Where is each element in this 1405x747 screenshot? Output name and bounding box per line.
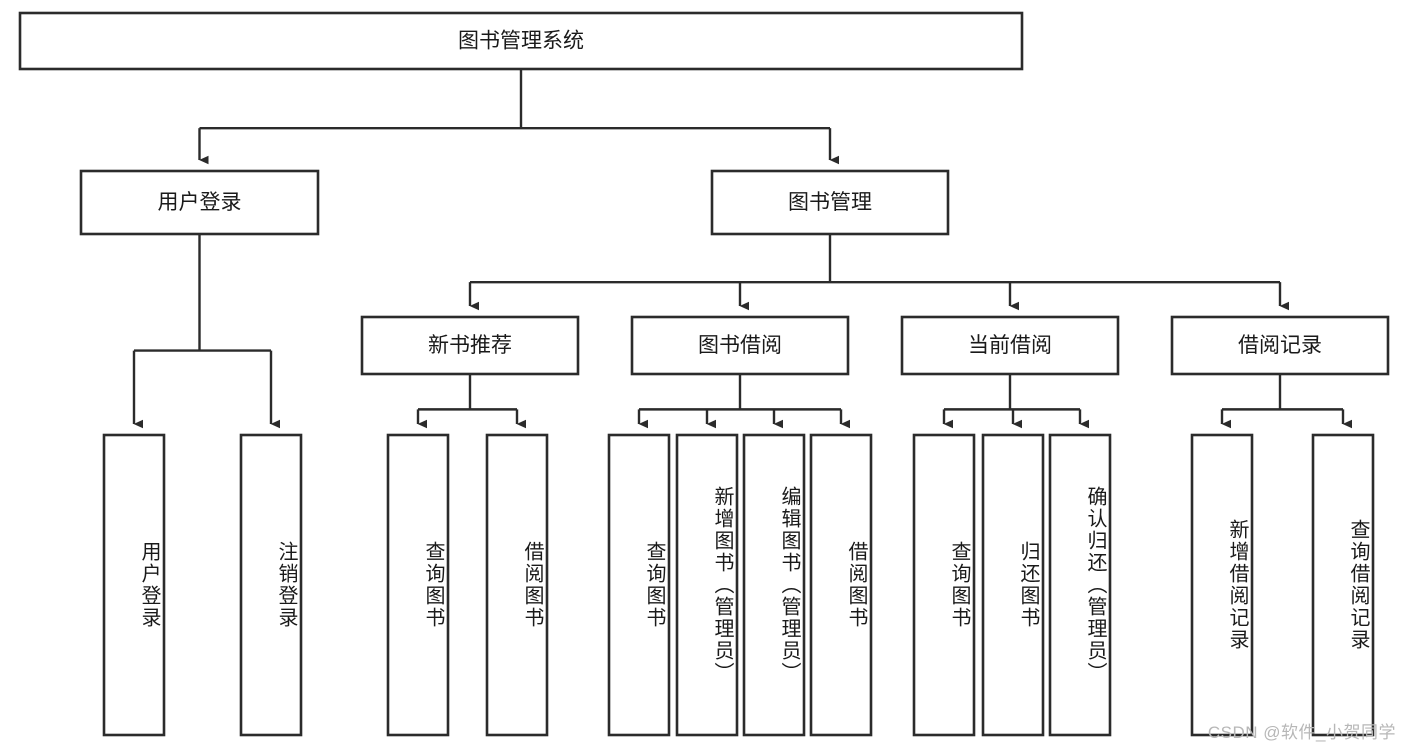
node-box-root[interactable] [18,11,1024,71]
node-box-leaf-query-book-1[interactable] [386,433,450,737]
node-label-borrow-record: 借阅记录 [1238,334,1322,357]
node-box-book-management[interactable] [710,169,950,236]
connectors-layer [132,69,1353,429]
node-box-leaf-add-book-admin[interactable] [675,433,739,737]
node-label-current-borrow: 当前借阅 [968,334,1052,357]
node-box-leaf-user-login[interactable] [102,433,166,737]
node-box-borrow-record[interactable] [1170,315,1390,376]
node-box-leaf-edit-book-admin[interactable] [742,433,806,737]
node-box-leaf-return-book[interactable] [981,433,1045,737]
watermark: CSDN @软件_小贺同学 [1207,723,1396,742]
node-box-current-borrow[interactable] [900,315,1120,376]
node-box-new-book-recommend[interactable] [360,315,580,376]
node-label-book-management: 图书管理 [788,191,872,214]
node-label-user-login: 用户登录 [158,191,242,214]
node-box-leaf-query-record[interactable] [1311,433,1375,737]
node-box-leaf-query-book-2[interactable] [607,433,671,737]
node-box-user-login[interactable] [79,169,320,236]
node-box-leaf-borrow-book-1[interactable] [485,433,549,737]
node-label-book-borrow: 图书借阅 [698,334,782,357]
node-box-leaf-user-logout[interactable] [239,433,303,737]
node-box-book-borrow[interactable] [630,315,850,376]
node-box-leaf-add-record[interactable] [1190,433,1254,737]
node-box-leaf-query-book-3[interactable] [912,433,976,737]
node-label-new-book-recommend: 新书推荐 [428,334,512,357]
node-label-root: 图书管理系统 [458,30,584,53]
node-box-leaf-confirm-return-admin[interactable] [1048,433,1112,737]
node-box-leaf-borrow-book-2[interactable] [809,433,873,737]
